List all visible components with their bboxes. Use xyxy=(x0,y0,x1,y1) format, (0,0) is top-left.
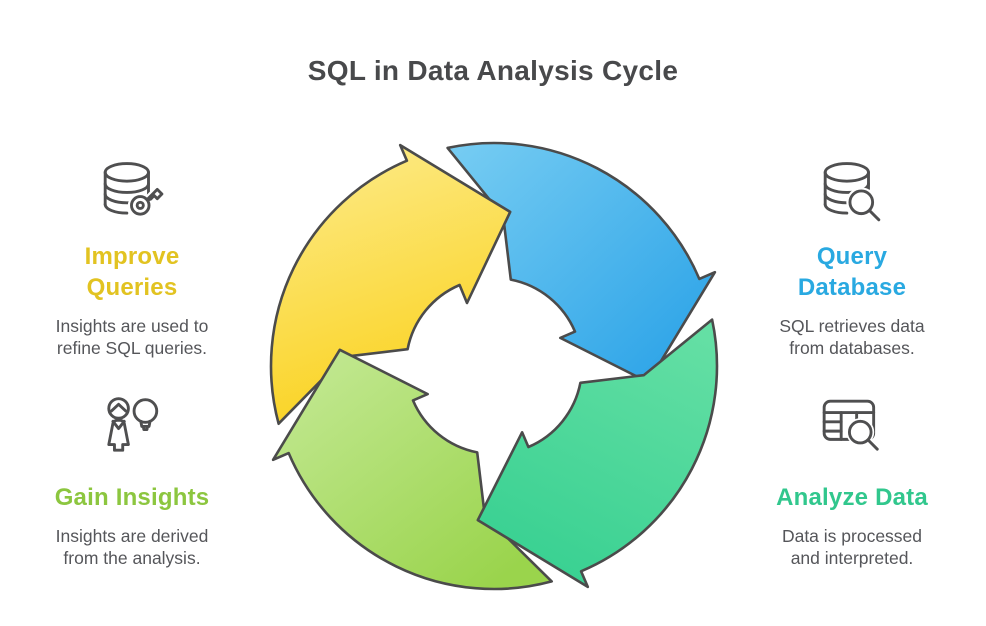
step-description: Data is processed and interpreted. xyxy=(742,525,962,569)
cycle-arrow-yellow xyxy=(269,143,512,425)
description-line: refine SQL queries. xyxy=(56,338,208,358)
step-title: Query Database xyxy=(742,241,962,303)
step-gain-insights: Gain Insights Insights are derived from … xyxy=(22,394,242,569)
page-title: SQL in Data Analysis Cycle xyxy=(307,54,679,86)
description-line: Insights are derived xyxy=(55,526,209,546)
table-search-icon xyxy=(822,399,881,453)
step-description: Insights are derived from the analysis. xyxy=(22,525,242,569)
step-title-line: Gain Insights xyxy=(54,484,210,511)
step-improve-queries: Improve Queries Insights are used to ref… xyxy=(22,160,242,359)
description-line: from the analysis. xyxy=(63,548,201,568)
step-title-line: Analyze Data xyxy=(776,484,928,511)
description-line: SQL retrieves data xyxy=(779,316,925,336)
person-idea-icon xyxy=(107,397,159,452)
description-line: and interpreted. xyxy=(790,548,914,568)
step-title: Improve Queries xyxy=(22,241,242,303)
step-query-database: Query Database SQL retrieves data from d… xyxy=(742,160,962,359)
step-title-line: Improve xyxy=(84,243,180,270)
step-description: Insights are used to refine SQL queries. xyxy=(22,315,242,359)
step-title-line: Database xyxy=(797,274,907,301)
cycle-arrow-lightgreen xyxy=(271,348,553,591)
cycle-arrow-blue xyxy=(446,141,717,384)
step-description: SQL retrieves data from databases. xyxy=(742,315,962,359)
database-key-icon xyxy=(103,162,165,218)
cycle-arrow-green xyxy=(476,318,719,589)
step-title-line: Queries xyxy=(86,274,178,301)
description-line: from databases. xyxy=(789,338,915,358)
description-line: Data is processed xyxy=(781,526,923,546)
step-title-line: Query xyxy=(816,243,888,270)
step-analyze-data: Analyze Data Data is processed and inter… xyxy=(742,394,962,569)
step-title: Analyze Data xyxy=(742,482,962,513)
description-line: Insights are used to xyxy=(55,316,209,336)
database-search-icon xyxy=(823,162,883,224)
step-title: Gain Insights xyxy=(22,482,242,513)
